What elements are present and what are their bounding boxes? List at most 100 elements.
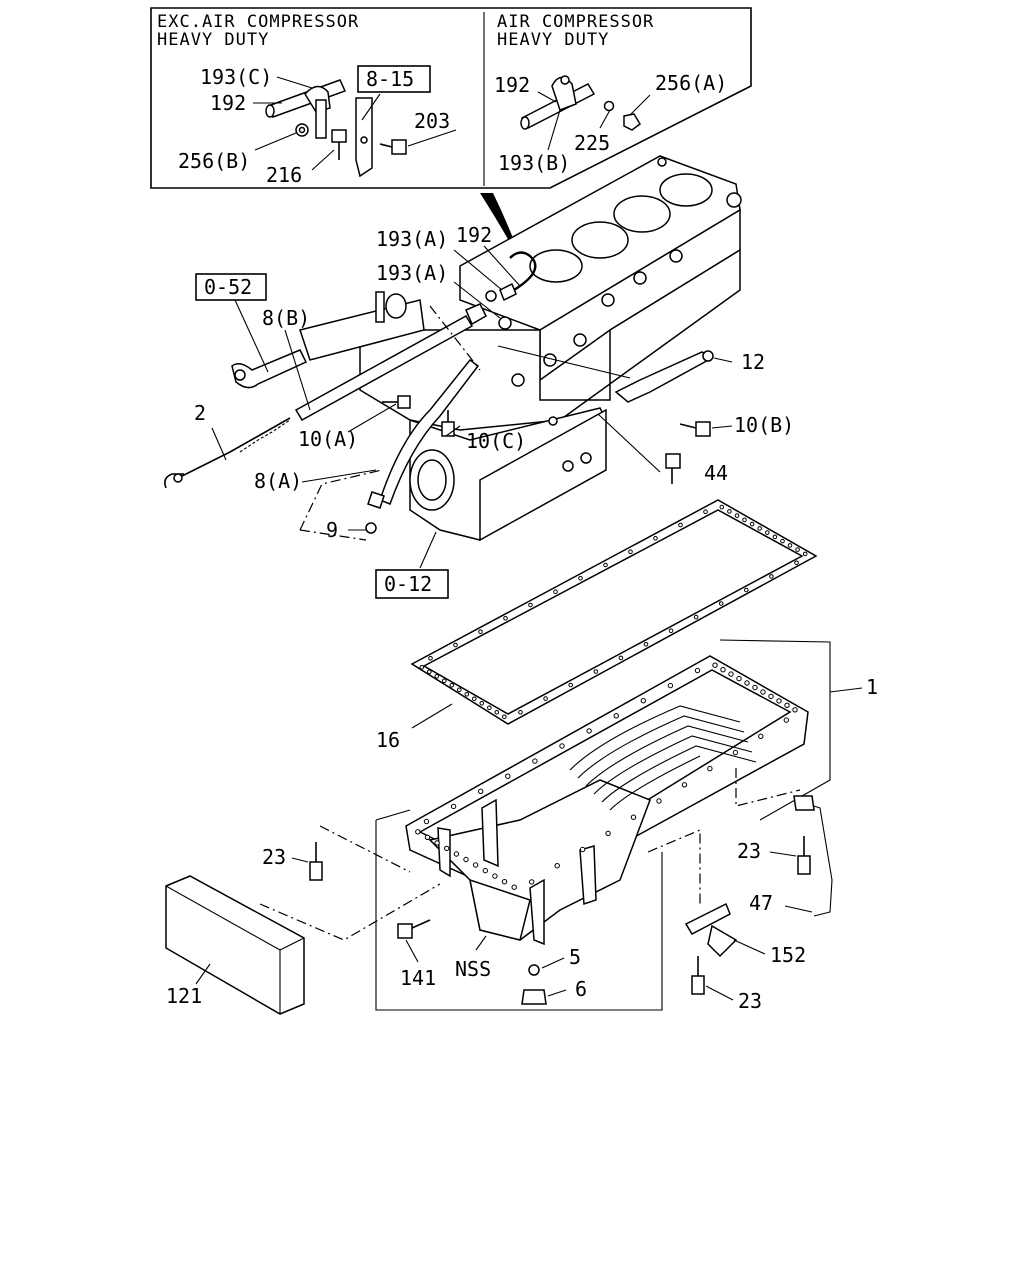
- bolt-hole: [543, 696, 548, 701]
- label-10a: 10(A): [298, 427, 358, 451]
- bolt-hole: [464, 692, 470, 697]
- label-256a: 256(A): [655, 71, 727, 95]
- inset-left-parts: [253, 76, 457, 178]
- label-10c: 10(C): [466, 429, 526, 453]
- bolt-hole: [415, 829, 421, 835]
- label-121: 121: [166, 984, 202, 1008]
- bolt-hole: [479, 701, 485, 706]
- bolt-hole: [744, 680, 750, 686]
- bolt-hole: [784, 702, 790, 708]
- bolt-hole: [449, 683, 455, 688]
- label-152: 152: [770, 943, 806, 967]
- bolt-hole: [603, 562, 608, 568]
- bolt-hole: [487, 705, 492, 711]
- bolt-hole: [795, 547, 800, 552]
- bolt-hole: [427, 669, 432, 675]
- bolt-hole: [768, 693, 774, 700]
- pan-hardware: [309, 795, 833, 1005]
- cover-121: [165, 875, 305, 1015]
- label-8b: 8(B): [262, 306, 310, 330]
- bolt-hole: [640, 698, 646, 704]
- bolt-hole: [693, 614, 699, 620]
- dipstick-guide: [365, 358, 480, 534]
- label-192-inset-right: 192: [494, 73, 530, 97]
- bolt-hole: [712, 662, 718, 668]
- bolt-hole: [783, 717, 789, 723]
- bolt-hole: [749, 521, 755, 527]
- bolt-hole: [765, 530, 770, 535]
- bolt-hole: [450, 803, 457, 810]
- bolt-hole: [734, 513, 740, 518]
- bolt-hole: [643, 642, 649, 647]
- bolt-hole: [502, 714, 507, 720]
- label-44: 44: [704, 461, 728, 485]
- bolt-hole: [694, 667, 701, 674]
- bolt-10a: [397, 395, 411, 409]
- bolt-hole: [760, 689, 766, 695]
- bolt-hole: [630, 814, 637, 820]
- label-256b: 256(B): [178, 149, 250, 173]
- bolt-hole: [518, 709, 523, 715]
- bolt-hole: [424, 834, 431, 840]
- bolt-hole: [463, 856, 469, 863]
- bolt-44: [665, 453, 681, 469]
- pan-group-outline: [375, 820, 663, 1011]
- bolt-hole: [605, 830, 611, 837]
- bolt-hole: [434, 674, 440, 679]
- bolt-10b: [695, 421, 711, 437]
- inset-left-title-2: HEAVY DUTY: [157, 30, 269, 50]
- label-193c-inset: 193(C): [200, 65, 272, 89]
- bolt-hole: [776, 698, 782, 704]
- bolt-hole: [742, 517, 747, 523]
- bolt-hole: [593, 669, 599, 674]
- phantom-lines: [259, 305, 801, 941]
- label-16: 16: [376, 728, 400, 752]
- bolt-hole: [780, 538, 785, 544]
- bolt-hole: [428, 656, 433, 661]
- bolt-hole: [472, 696, 477, 702]
- bolt-hole: [554, 863, 560, 869]
- bolt-hole: [578, 576, 583, 581]
- label-193b: 193(B): [498, 151, 570, 175]
- label-23-left: 23: [262, 845, 286, 869]
- bolt-hole: [472, 862, 479, 868]
- bolt-hole: [559, 743, 565, 749]
- bolt-hole: [529, 879, 535, 885]
- bolt-hole: [802, 551, 808, 557]
- bolt-hole: [478, 788, 484, 794]
- label-8a: 8(A): [254, 469, 302, 493]
- bolt-hole: [503, 616, 508, 621]
- inset-right-parts: [520, 75, 651, 151]
- bolt-hole: [720, 667, 726, 673]
- dipstick: [164, 417, 291, 489]
- bolt-hole: [501, 879, 508, 885]
- bolt-hole: [482, 867, 488, 874]
- label-nss: NSS: [455, 957, 491, 981]
- ref-0-12: 0-12: [384, 572, 432, 596]
- bolt-hole: [423, 818, 430, 825]
- bolt-hole: [719, 504, 725, 510]
- bolt-hole: [718, 601, 724, 606]
- label-1: 1: [866, 675, 878, 699]
- label-5: 5: [569, 945, 581, 969]
- label-193a-top: 193(A): [376, 227, 448, 251]
- bolt-hole: [618, 655, 624, 661]
- label-225: 225: [574, 131, 610, 155]
- label-216: 216: [266, 163, 302, 187]
- ref-8-15: 8-15: [366, 67, 414, 91]
- label-2: 2: [194, 401, 206, 425]
- bolt-hole: [579, 846, 586, 853]
- label-6: 6: [575, 977, 587, 1001]
- bolt-hole: [787, 543, 793, 548]
- bolt-hole: [586, 728, 592, 734]
- bolt-hole: [444, 845, 450, 852]
- bolt-hole: [553, 589, 558, 595]
- bolt-hole: [732, 749, 739, 756]
- bolt-hole: [492, 873, 498, 879]
- inset-left-title-1: EXC.AIR COMPRESSOR: [157, 12, 359, 32]
- label-9: 9: [326, 518, 338, 542]
- bolt-hole: [505, 773, 511, 779]
- bolt-hole: [667, 682, 674, 689]
- part-labels: 193(C) 192 256(B) 216 203 192 256(A) 225…: [166, 65, 878, 1013]
